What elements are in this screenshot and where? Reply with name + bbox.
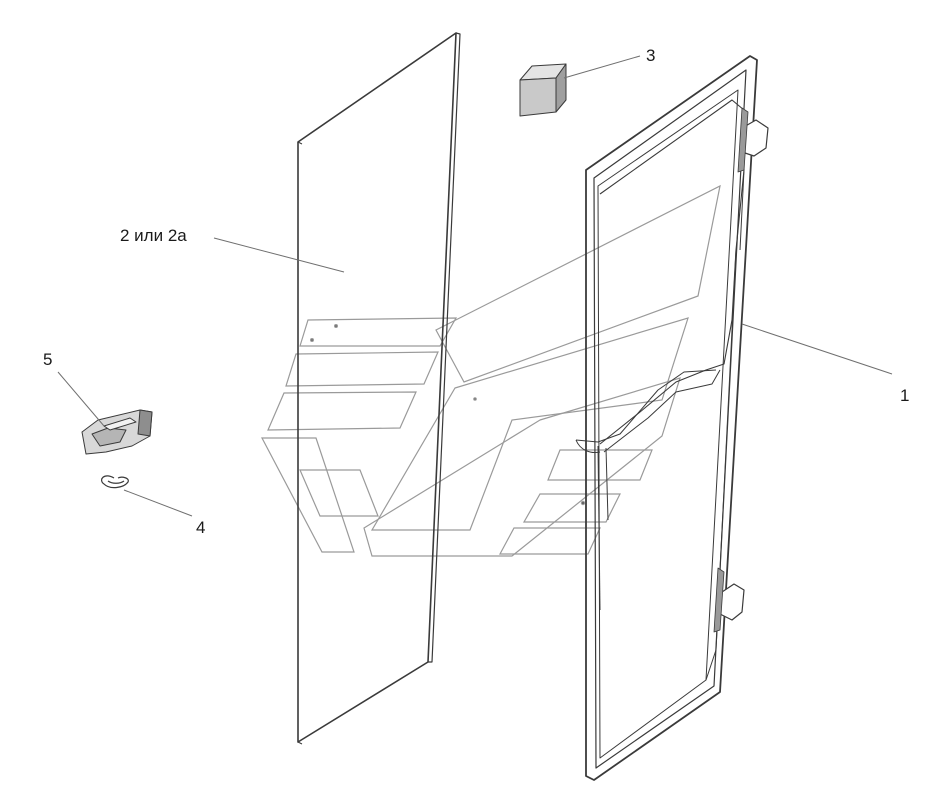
door-frame xyxy=(575,55,769,781)
part-5-latch xyxy=(81,409,153,455)
callout-1: 1 xyxy=(900,386,909,405)
callout-3: 3 xyxy=(646,46,655,65)
callout-5: 5 xyxy=(43,350,52,369)
part-3-block xyxy=(519,63,567,117)
part-4-clip xyxy=(101,475,129,489)
leader-4 xyxy=(123,489,193,517)
glass-pane xyxy=(297,32,461,745)
leader-2 xyxy=(213,237,345,273)
leader-3 xyxy=(563,55,641,79)
leader-lines xyxy=(57,55,893,517)
leader-1 xyxy=(741,323,893,375)
callout-4: 4 xyxy=(196,518,205,537)
callout-2: 2 или 2а xyxy=(120,226,187,245)
leader-5 xyxy=(57,371,105,427)
callout-labels: 1 2 или 2а 3 4 5 xyxy=(43,46,909,537)
watermark-logo xyxy=(261,184,721,557)
